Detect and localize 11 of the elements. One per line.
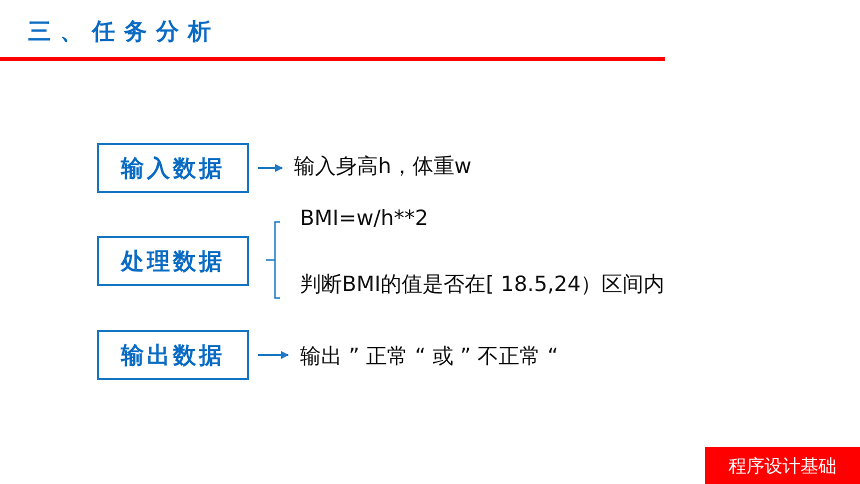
output-text: 输出 ” 正常 “ 或 ” 不正常 “ — [300, 342, 558, 370]
process-box: 输出数据 — [97, 330, 249, 380]
output-text: 输入身高h，体重w — [294, 152, 472, 180]
footer-badge: 程序设计基础 — [705, 447, 860, 484]
arrow — [258, 351, 289, 359]
process-box: 输入数据 — [97, 143, 249, 193]
process-step-text: BMI=w/h**2 — [300, 206, 428, 230]
slide-title: 三、任务分析 — [28, 18, 220, 47]
arrow — [258, 164, 283, 172]
process-step-text: 判断BMI的值是否在[ 18.5,24）区间内 — [300, 271, 665, 298]
process-box: 处理数据 — [97, 236, 249, 286]
